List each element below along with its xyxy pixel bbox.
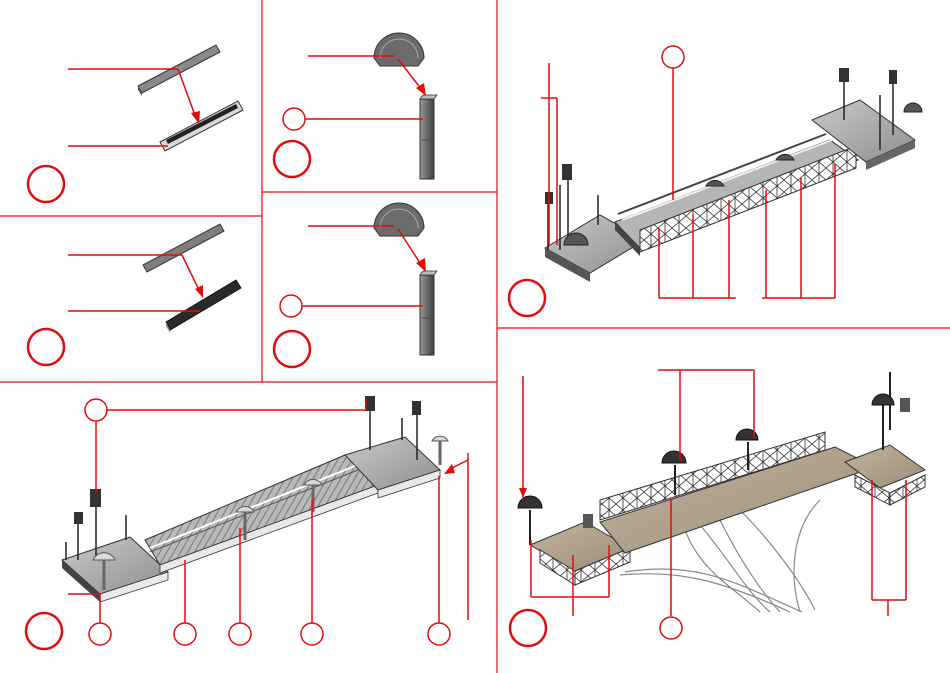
post-part — [420, 95, 437, 179]
callout-circle — [660, 617, 682, 639]
step-7-panel — [510, 370, 925, 646]
callout-circle — [174, 623, 196, 645]
step-5-panel — [26, 396, 468, 649]
platform-body — [545, 100, 915, 282]
assembly-arrow — [182, 255, 203, 298]
step-badge — [28, 166, 64, 202]
callout-circle — [85, 399, 107, 421]
callout-circle — [280, 295, 302, 317]
step-badge — [26, 613, 62, 649]
callout-circle — [301, 623, 323, 645]
step-badge — [274, 141, 310, 177]
step-4-panel — [274, 203, 437, 367]
callout-circle — [283, 108, 305, 130]
platform-body — [62, 437, 440, 602]
step-badge — [509, 280, 545, 316]
step-badge — [274, 331, 310, 367]
callout-circle — [229, 623, 251, 645]
rail-base-part — [160, 101, 243, 151]
callout-circle — [662, 46, 684, 68]
rail-top-part — [143, 224, 224, 272]
step-1-panel — [28, 45, 243, 202]
callout-circle — [89, 623, 111, 645]
rail-base-part — [166, 280, 241, 333]
step-3-panel — [274, 33, 437, 179]
step-badge — [28, 329, 64, 365]
step-badge — [510, 610, 546, 646]
step-2-panel — [28, 224, 241, 365]
callout-arrowhead — [444, 464, 455, 474]
callout-circle — [428, 623, 450, 645]
platform-body — [530, 432, 925, 585]
assembly-arrow — [178, 69, 200, 124]
post-part — [420, 271, 437, 355]
step-6-panel — [509, 46, 922, 316]
